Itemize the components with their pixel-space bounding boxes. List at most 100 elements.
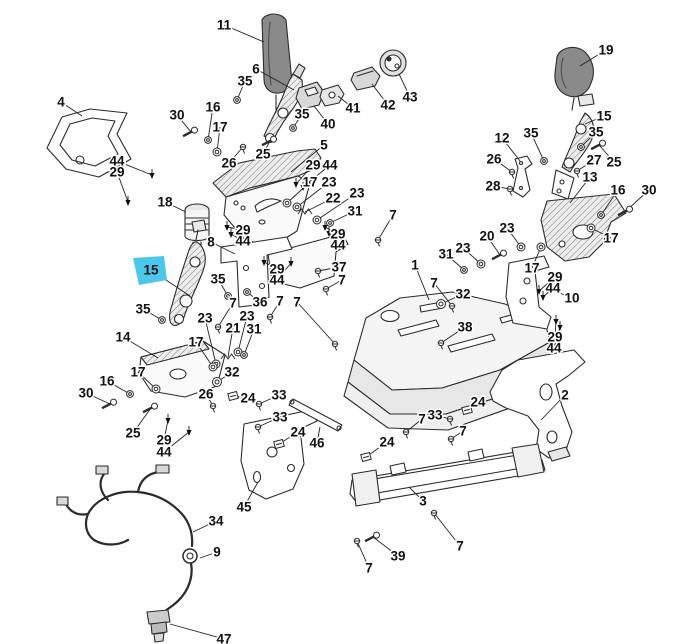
part-label-44[interactable]: 44 — [545, 339, 564, 357]
part-label-40[interactable]: 40 — [319, 115, 337, 133]
part-label-24[interactable]: 24 — [239, 389, 258, 407]
part-label-31[interactable]: 31 — [245, 320, 264, 338]
part-label-35[interactable]: 35 — [209, 270, 228, 288]
part-label-35[interactable]: 35 — [587, 123, 606, 141]
part-label-30[interactable]: 30 — [168, 106, 186, 124]
part-label-46[interactable]: 46 — [308, 434, 327, 452]
part-label-29[interactable]: 29 — [546, 268, 564, 286]
part-label-44[interactable]: 44 — [108, 152, 127, 170]
part-label-29[interactable]: 29 — [329, 225, 347, 243]
part-label-26[interactable]: 26 — [485, 150, 504, 168]
part-label-41[interactable]: 41 — [344, 99, 363, 117]
part-label-13[interactable]: 13 — [581, 168, 600, 186]
part-label-23[interactable]: 23 — [238, 307, 257, 325]
part-label-20[interactable]: 20 — [478, 227, 496, 245]
part-label-7[interactable]: 7 — [458, 422, 469, 440]
part-label-23[interactable]: 23 — [348, 184, 367, 202]
part-label-7[interactable]: 7 — [417, 410, 428, 428]
part-label-29[interactable]: 29 — [155, 431, 173, 449]
part-label-29[interactable]: 29 — [108, 163, 126, 181]
part-label-44[interactable]: 44 — [234, 232, 253, 250]
part-label-32[interactable]: 32 — [223, 363, 241, 381]
part-label-29[interactable]: 29 — [546, 328, 564, 346]
part-label-29[interactable]: 29 — [234, 221, 252, 239]
part-label-35[interactable]: 35 — [522, 124, 541, 142]
part-label-8[interactable]: 8 — [206, 233, 217, 251]
part-label-33[interactable]: 33 — [426, 406, 445, 424]
part-label-26[interactable]: 26 — [197, 385, 216, 403]
part-label-4[interactable]: 4 — [56, 93, 67, 111]
part-label-42[interactable]: 42 — [379, 96, 397, 114]
part-label-15[interactable]: 15 — [143, 263, 159, 278]
part-label-7[interactable]: 7 — [337, 271, 348, 289]
part-label-45[interactable]: 45 — [235, 498, 254, 516]
part-label-7[interactable]: 7 — [388, 206, 399, 224]
part-label-17[interactable]: 17 — [211, 118, 229, 136]
part-label-28[interactable]: 28 — [484, 177, 503, 195]
part-label-6[interactable]: 6 — [251, 60, 262, 78]
part-label-7[interactable]: 7 — [275, 292, 286, 310]
part-label-38[interactable]: 38 — [456, 318, 475, 336]
part-label-30[interactable]: 30 — [77, 384, 95, 402]
part-label-25[interactable]: 25 — [605, 153, 624, 171]
part-label-33[interactable]: 33 — [271, 408, 290, 426]
part-label-9[interactable]: 9 — [212, 543, 223, 561]
part-label-17[interactable]: 17 — [523, 259, 541, 277]
part-label-17[interactable]: 17 — [187, 333, 205, 351]
part-label-27[interactable]: 27 — [585, 151, 603, 169]
part-label-16[interactable]: 16 — [609, 181, 628, 199]
part-label-16[interactable]: 16 — [98, 372, 117, 390]
part-label-44[interactable]: 44 — [268, 271, 287, 289]
part-label-33[interactable]: 33 — [270, 386, 289, 404]
part-label-5[interactable]: 5 — [319, 136, 330, 154]
part-label-11[interactable]: 11 — [215, 16, 233, 34]
part-label-29[interactable]: 29 — [304, 156, 322, 174]
part-label-12[interactable]: 12 — [493, 129, 511, 147]
part-label-23[interactable]: 23 — [320, 173, 339, 191]
part-label-10[interactable]: 10 — [563, 289, 581, 307]
part-label-24[interactable]: 24 — [469, 393, 488, 411]
part-label-22[interactable]: 22 — [324, 189, 342, 207]
part-label-7[interactable]: 7 — [364, 559, 375, 577]
part-label-23[interactable]: 23 — [498, 219, 517, 237]
part-label-25[interactable]: 25 — [254, 145, 273, 163]
part-label-44[interactable]: 44 — [155, 443, 174, 461]
part-label-18[interactable]: 18 — [156, 193, 175, 211]
part-label-17[interactable]: 17 — [129, 363, 147, 381]
part-label-37[interactable]: 37 — [330, 258, 348, 276]
part-label-25[interactable]: 25 — [124, 424, 143, 442]
part-label-7[interactable]: 7 — [455, 537, 466, 555]
part-label-47[interactable]: 47 — [215, 630, 233, 644]
part-label-23[interactable]: 23 — [196, 309, 215, 327]
part-label-7[interactable]: 7 — [228, 294, 239, 312]
part-label-34[interactable]: 34 — [207, 512, 226, 530]
part-label-32[interactable]: 32 — [454, 285, 472, 303]
part-label-44[interactable]: 44 — [544, 279, 563, 297]
part-label-44[interactable]: 44 — [329, 236, 348, 254]
part-label-2[interactable]: 2 — [560, 386, 571, 404]
part-label-44[interactable]: 44 — [321, 156, 340, 174]
part-label-24[interactable]: 24 — [289, 423, 308, 441]
part-label-30[interactable]: 30 — [640, 181, 658, 199]
part-label-16[interactable]: 16 — [204, 98, 223, 116]
part-label-31[interactable]: 31 — [437, 245, 456, 263]
part-label-36[interactable]: 36 — [251, 293, 270, 311]
part-label-17[interactable]: 17 — [602, 229, 620, 247]
part-label-15[interactable]: 15 — [595, 107, 614, 125]
part-label-26[interactable]: 26 — [220, 154, 239, 172]
part-label-31[interactable]: 31 — [346, 202, 365, 220]
part-label-43[interactable]: 43 — [401, 88, 420, 106]
part-label-14[interactable]: 14 — [114, 328, 133, 346]
part-label-29[interactable]: 29 — [268, 260, 286, 278]
part-label-7[interactable]: 7 — [429, 274, 440, 292]
part-label-39[interactable]: 39 — [389, 547, 407, 565]
part-label-24[interactable]: 24 — [378, 433, 397, 451]
part-label-23[interactable]: 23 — [454, 239, 473, 257]
part-label-21[interactable]: 21 — [224, 319, 243, 337]
part-label-7[interactable]: 7 — [292, 293, 303, 311]
part-label-35[interactable]: 35 — [293, 105, 312, 123]
part-label-35[interactable]: 35 — [236, 72, 255, 90]
part-label-19[interactable]: 19 — [597, 41, 615, 59]
part-label-3[interactable]: 3 — [418, 492, 429, 510]
part-label-1[interactable]: 1 — [410, 256, 421, 274]
